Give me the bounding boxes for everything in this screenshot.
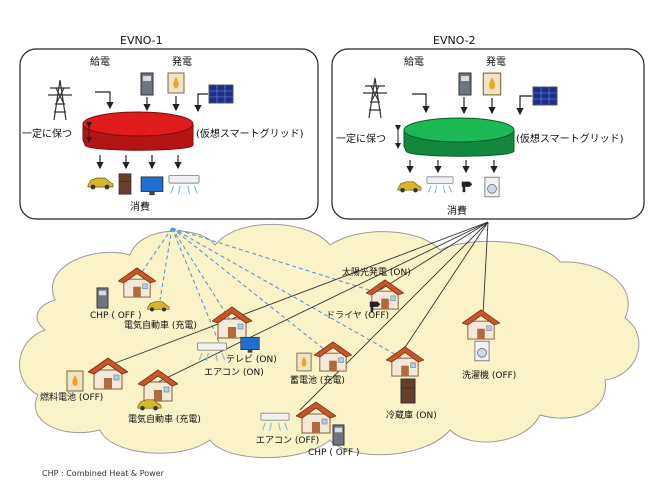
label-ev-1: 電気自動車 (充電) (124, 321, 197, 331)
chp-icon (332, 424, 345, 446)
evno1-links (139, 227, 406, 361)
chp-icon (458, 72, 472, 96)
evno2-supply-label: 給電 (404, 57, 424, 68)
label-tv: テレビ (ON) (226, 355, 277, 365)
evno2-links (109, 221, 489, 411)
washer-icon (484, 176, 500, 198)
evno2-keep-label: 一定に保つ (336, 134, 386, 145)
fuel-cell-icon (66, 370, 84, 392)
footnote: CHP : Combined Heat & Power (42, 469, 164, 478)
label-washer: 洗濯機 (OFF) (462, 371, 517, 381)
evno2-title: EVNO-2 (433, 34, 476, 47)
evno1-title: EVNO-1 (120, 34, 163, 47)
evno1-grid-label: (仮想スマートグリッド) (196, 129, 304, 140)
label-aircon-1: エアコン (ON) (204, 368, 264, 378)
fridge-icon (400, 378, 416, 404)
label-solar: 太陽光発電 (ON) (342, 268, 411, 278)
evno2-consumption-label: 消費 (447, 206, 467, 217)
label-fridge: 冷蔵庫 (ON) (386, 411, 437, 421)
solar-panel-icon (532, 86, 558, 106)
label-chp-1: CHP ( OFF ) (90, 311, 142, 321)
evno1-generation-label: 発電 (172, 57, 192, 68)
evno1-consumption-label: 消費 (130, 202, 150, 213)
chp-icon (96, 287, 109, 309)
fridge-icon (118, 173, 132, 195)
label-aircon-2: エアコン (OFF) (256, 436, 320, 446)
chp-icon (140, 72, 154, 96)
evno1-grid-disc (82, 111, 194, 137)
evno2-grid-label: (仮想スマートグリッド) (516, 134, 624, 145)
solar-panel-icon (208, 84, 234, 104)
evno1-keep-label: 一定に保つ (22, 129, 72, 140)
label-fuelcell: 燃料電池 (OFF) (40, 393, 104, 403)
fuel-cell-icon (482, 72, 502, 96)
washer-icon (474, 340, 490, 362)
fuel-cell-icon (167, 72, 185, 94)
battery-icon (296, 352, 312, 372)
label-chp-2: CHP ( OFF ) (308, 448, 360, 458)
evno1-supply-label: 給電 (90, 57, 110, 68)
evno2-grid-disc (403, 117, 515, 143)
label-dryer: ドライヤ (OFF) (326, 311, 390, 321)
community-cloud (19, 223, 640, 459)
evno1-box (19, 48, 319, 220)
label-battery: 蓄電池 (充電) (290, 376, 345, 386)
evno2-generation-label: 発電 (486, 57, 506, 68)
evno2-box (331, 48, 645, 220)
label-ev-2: 電気自動車 (充電) (128, 415, 201, 425)
